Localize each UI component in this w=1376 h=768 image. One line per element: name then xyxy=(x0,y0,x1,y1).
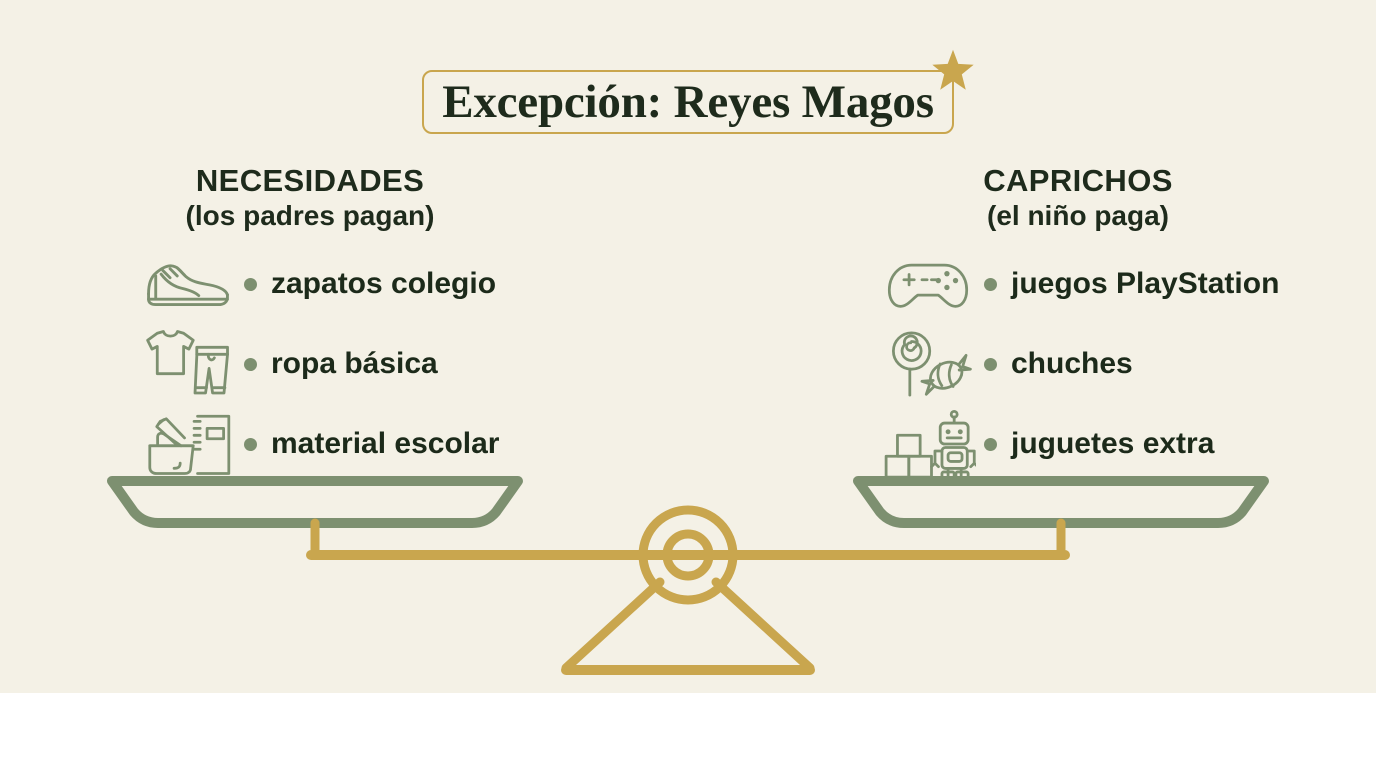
title-banner: Excepción: Reyes Magos xyxy=(422,49,974,134)
scale-pan-left xyxy=(107,476,523,528)
star-icon xyxy=(932,49,974,90)
list-item-label: juguetes extra xyxy=(1011,427,1215,460)
left-heading-main: NECESIDADES xyxy=(195,163,425,198)
list-item: chuches xyxy=(880,328,1133,400)
list-item-label: chuches xyxy=(1011,347,1133,380)
scale-pivot xyxy=(638,505,738,605)
scale-stand xyxy=(561,577,815,675)
page-title: Excepción: Reyes Magos xyxy=(442,76,934,128)
left-heading-sub: (los padres pagan) xyxy=(185,199,435,231)
list-item-label: juegos PlayStation xyxy=(1011,267,1280,300)
bullet-dot xyxy=(244,357,257,371)
candy-icon xyxy=(880,329,976,399)
gamepad-icon xyxy=(880,249,976,319)
list-item: zapatos colegio xyxy=(140,248,496,320)
bullet-dot xyxy=(984,277,997,291)
bullet-dot xyxy=(984,437,997,451)
left-column-heading: NECESIDADES (los padres pagan) xyxy=(110,163,510,231)
school-supplies-icon xyxy=(140,409,236,479)
bullet-dot xyxy=(244,437,257,451)
scale-beam xyxy=(306,518,1070,560)
title-border xyxy=(422,70,954,134)
balance-scale-graphic xyxy=(107,476,1269,675)
list-item: juegos PlayStation xyxy=(880,248,1279,320)
scale-pan-right xyxy=(853,476,1269,528)
list-item: material escolar xyxy=(140,408,499,480)
clothes-icon xyxy=(140,329,236,399)
list-item-label: ropa básica xyxy=(271,347,438,380)
right-column-heading: CAPRICHOS (el niño paga) xyxy=(878,163,1278,231)
right-heading-main: CAPRICHOS xyxy=(983,163,1173,198)
bullet-dot xyxy=(984,357,997,371)
list-item: ropa básica xyxy=(140,328,438,400)
bullet-dot xyxy=(244,277,257,291)
shoe-icon xyxy=(140,249,236,319)
right-heading-sub: (el niño paga) xyxy=(987,199,1169,231)
list-item-label: material escolar xyxy=(271,427,500,460)
list-item-label: zapatos colegio xyxy=(271,267,497,300)
